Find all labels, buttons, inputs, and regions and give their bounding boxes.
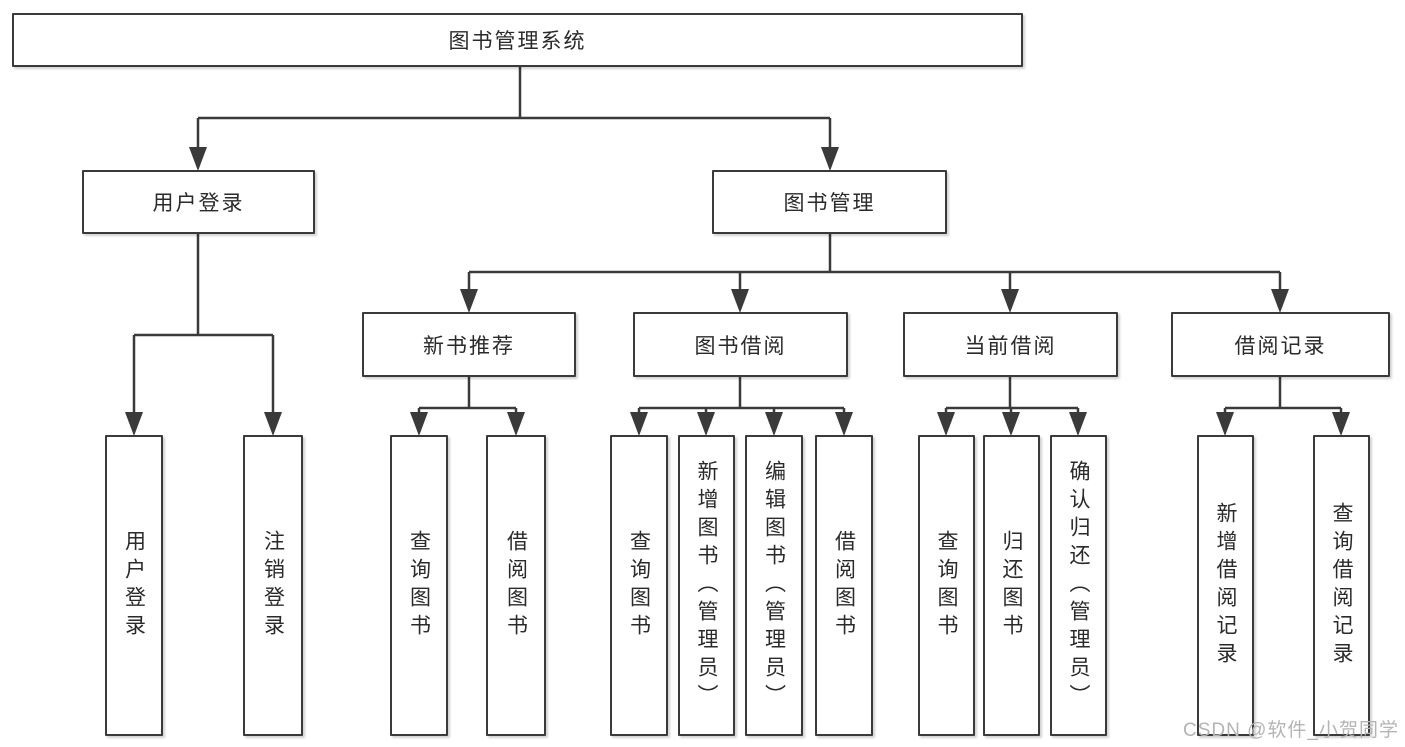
node-book-management-label: 图书管理 xyxy=(783,192,876,215)
node-user-login: 用户登录 xyxy=(82,170,315,234)
connector-book-management-children xyxy=(460,234,1289,313)
leaf-confirm-return-admin: 确认归还（管理员） xyxy=(1050,435,1107,736)
arrowhead-query-borrow-record xyxy=(1332,412,1350,436)
leaf-add-borrow-record-label: 新增借阅记录 xyxy=(1214,501,1238,670)
arrowhead-borrow-books-2 xyxy=(835,412,853,436)
leaf-edit-book-admin-label: 编辑图书（管理员） xyxy=(762,459,786,712)
arrowhead-query-books-2 xyxy=(630,412,648,436)
leaf-logout: 注销登录 xyxy=(243,435,303,736)
leaf-query-books-recommend: 查询图书 xyxy=(390,435,448,736)
leaf-query-borrow-record-label: 查询借阅记录 xyxy=(1330,501,1354,670)
arrowhead-current-borrow xyxy=(1001,289,1019,313)
leaf-user-login-label: 用户登录 xyxy=(122,529,146,642)
leaf-query-borrow-record: 查询借阅记录 xyxy=(1313,435,1370,736)
node-current-borrow-label: 当前借阅 xyxy=(964,334,1057,358)
connector-user-login-children xyxy=(125,234,282,436)
leaf-logout-label: 注销登录 xyxy=(261,529,285,642)
node-user-login-label: 用户登录 xyxy=(152,192,245,215)
leaf-add-borrow-record: 新增借阅记录 xyxy=(1197,435,1254,736)
connector-new-book-recommend-children xyxy=(410,377,525,436)
node-new-book-recommend-label: 新书推荐 xyxy=(423,334,515,358)
arrowhead-query-books-3 xyxy=(937,412,955,436)
leaf-borrow-books-recommend: 借阅图书 xyxy=(486,435,546,736)
node-book-borrow-label: 图书借阅 xyxy=(694,334,787,358)
arrowhead-return-book xyxy=(1002,412,1020,436)
leaf-confirm-return-admin-label: 确认归还（管理员） xyxy=(1067,459,1091,712)
leaf-borrow-books-borrow: 借阅图书 xyxy=(815,435,873,736)
leaf-borrow-books-recommend-label: 借阅图书 xyxy=(504,529,528,642)
node-book-management: 图书管理 xyxy=(712,170,947,234)
leaf-query-books-current: 查询图书 xyxy=(918,435,975,736)
arrowhead-borrow-books-1 xyxy=(507,412,525,436)
leaf-query-books-borrow: 查询图书 xyxy=(610,435,668,736)
arrowhead-leaf-user-login xyxy=(125,412,143,436)
leaf-add-book-admin: 新增图书（管理员） xyxy=(678,435,735,736)
arrowhead-leaf-logout xyxy=(264,412,282,436)
arrowhead-query-books-1 xyxy=(410,412,428,436)
node-borrow-records-label: 借阅记录 xyxy=(1234,334,1327,358)
leaf-query-books-recommend-label: 查询图书 xyxy=(407,529,431,642)
leaf-add-book-admin-label: 新增图书（管理员） xyxy=(695,459,719,712)
arrowhead-confirm-return xyxy=(1069,412,1087,436)
node-current-borrow: 当前借阅 xyxy=(903,312,1118,377)
node-root-label: 图书管理系统 xyxy=(448,30,587,53)
csdn-watermark: CSDN @软件_小贺同学 xyxy=(1183,720,1399,741)
leaf-query-books-borrow-label: 查询图书 xyxy=(627,529,651,642)
connector-book-borrow-children xyxy=(630,377,853,436)
arrowhead-edit-book xyxy=(765,412,783,436)
leaf-borrow-books-borrow-label: 借阅图书 xyxy=(832,529,856,642)
connector-borrow-records-children xyxy=(1216,377,1350,436)
leaf-return-book-label: 归还图书 xyxy=(1000,529,1024,642)
arrowhead-book-borrow xyxy=(731,289,749,313)
arrowhead-borrow-records xyxy=(1271,289,1289,313)
node-root-system: 图书管理系统 xyxy=(12,13,1023,67)
node-book-borrow: 图书借阅 xyxy=(633,312,848,377)
leaf-return-book: 归还图书 xyxy=(983,435,1040,736)
arrowhead-user-login xyxy=(189,147,207,171)
node-new-book-recommend: 新书推荐 xyxy=(362,312,576,377)
arrowhead-book-management xyxy=(821,147,839,171)
arrowhead-new-book-recommend xyxy=(460,289,478,313)
arrowhead-add-book xyxy=(697,412,715,436)
connector-root-to-level2 xyxy=(189,67,839,171)
leaf-query-books-current-label: 查询图书 xyxy=(935,529,959,642)
arrowhead-add-borrow-record xyxy=(1216,412,1234,436)
connector-current-borrow-children xyxy=(937,377,1087,436)
node-borrow-records: 借阅记录 xyxy=(1171,312,1390,377)
leaf-edit-book-admin: 编辑图书（管理员） xyxy=(745,435,803,736)
leaf-user-login: 用户登录 xyxy=(105,435,163,736)
